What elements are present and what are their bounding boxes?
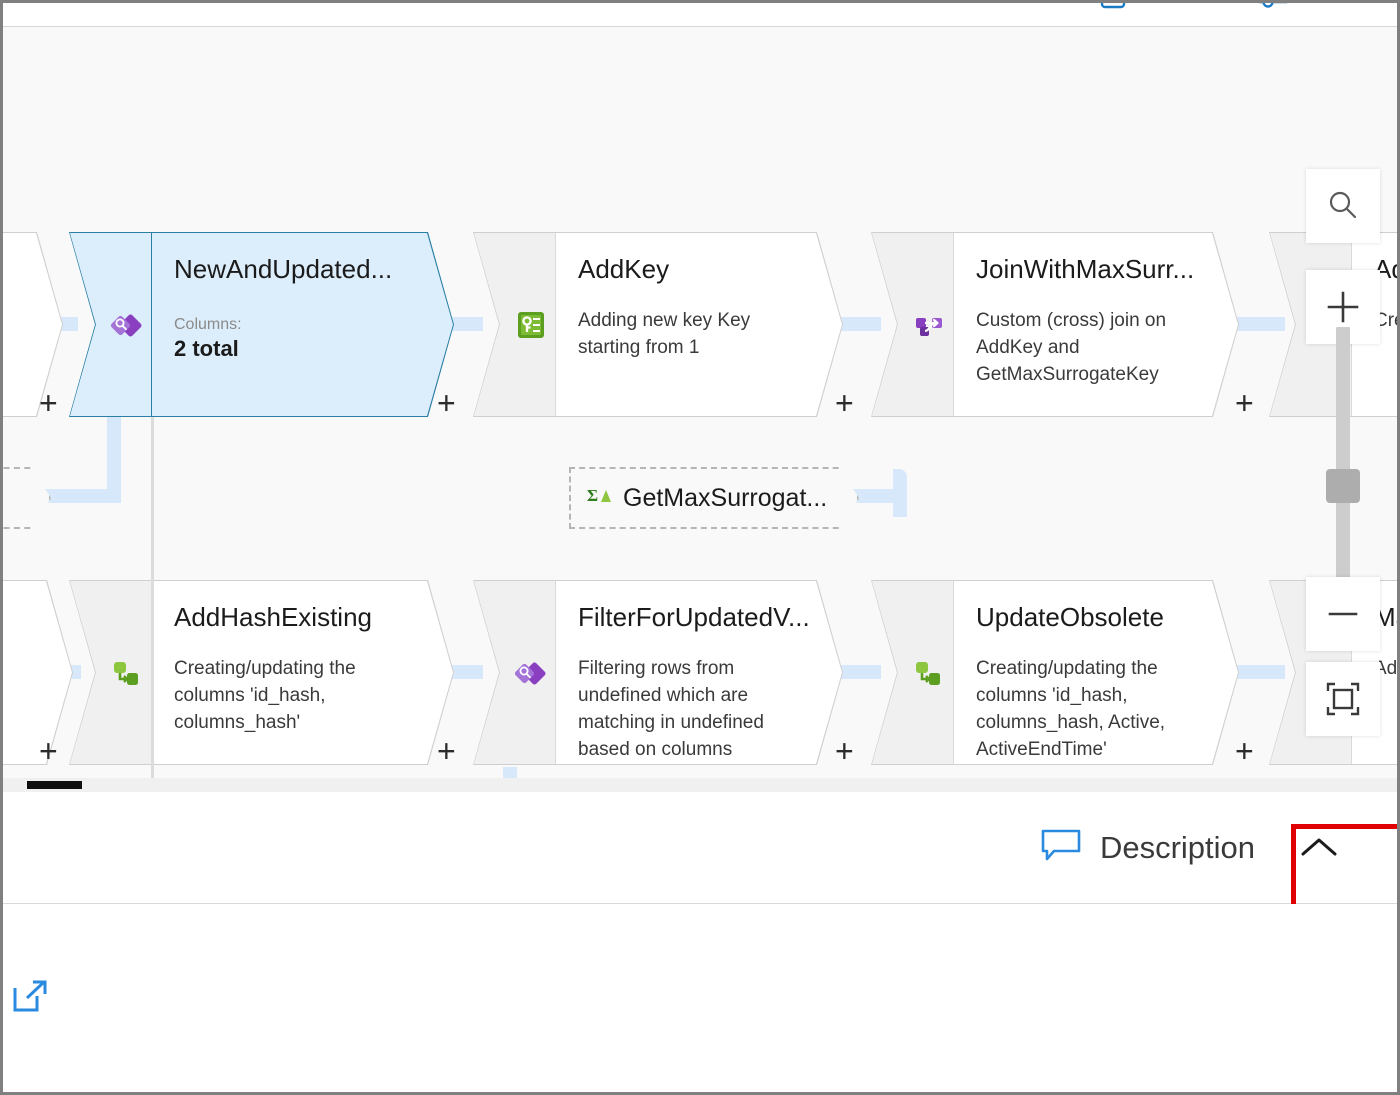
add-node-handle[interactable]: + <box>835 733 854 769</box>
node-partial-left-row2[interactable]: e <box>3 580 73 765</box>
add-node-handle[interactable]: + <box>437 733 456 769</box>
zoom-slider-thumb[interactable] <box>1326 469 1360 503</box>
refresh-icon[interactable] <box>1178 3 1216 19</box>
zoom-slider-track[interactable] <box>1336 327 1350 592</box>
node-left-dashed-partial[interactable]: ng <box>3 467 51 529</box>
add-node-handle[interactable]: + <box>437 385 456 421</box>
flow-canvas[interactable]: NewAndUpdated... Columns: 2 total + + <box>3 27 1397 792</box>
vertical-scrollbar[interactable] <box>151 417 154 792</box>
node-add-key[interactable]: AddKey Adding new key Key starting from … <box>473 232 843 417</box>
node-title: AddKey <box>578 254 670 284</box>
surrogate-key-icon <box>474 233 556 416</box>
description-toggle-group[interactable]: Description <box>1040 802 1365 894</box>
comment-icon <box>1040 828 1082 867</box>
node-title: UpdateObsolete <box>976 602 1164 632</box>
open-in-new-window-icon[interactable] <box>9 974 53 1023</box>
connector-pipe <box>849 489 907 503</box>
settings-slider-icon[interactable] <box>1255 3 1293 19</box>
add-node-handle[interactable]: + <box>39 733 58 769</box>
filter-magnifier-icon <box>474 581 556 764</box>
aggregate-sigma-icon: Σ <box>587 483 613 514</box>
derived-column-icon <box>70 581 152 764</box>
fit-to-screen-icon[interactable] <box>1306 662 1380 736</box>
svg-text:Σ: Σ <box>587 486 598 505</box>
connector-pipe <box>839 665 881 679</box>
add-node-handle[interactable]: + <box>39 385 58 421</box>
node-filter-for-updated-values[interactable]: FilterForUpdatedV... Filtering rows from… <box>473 580 843 765</box>
description-label: Description <box>1099 829 1255 865</box>
derived-column-icon <box>872 581 954 764</box>
node-title: FilterForUpdatedV... <box>578 602 810 632</box>
top-toolbar <box>3 3 1397 27</box>
search-icon[interactable] <box>1306 169 1380 243</box>
node-title: NewAndUpdated... <box>174 254 393 284</box>
horizontal-scrollbar[interactable] <box>3 778 1397 792</box>
node-description: e <box>3 673 62 700</box>
node-description: Filtering rows from undefined which are … <box>578 657 764 760</box>
node-columns-label: Columns: <box>174 315 242 333</box>
node-description: Creating/updating the columns 'id_hash, … <box>976 657 1166 760</box>
connector-pipe <box>839 317 881 331</box>
minus-icon[interactable] <box>1306 577 1380 651</box>
connector-pipe <box>1235 317 1285 331</box>
horizontal-scrollbar-thumb[interactable] <box>27 781 82 789</box>
chevron-up-icon[interactable] <box>1273 802 1365 894</box>
eraser-icon[interactable] <box>1093 3 1131 19</box>
add-node-handle[interactable]: + <box>1235 733 1254 769</box>
node-title: AddHashExisting <box>174 602 372 632</box>
filter-magnifier-icon <box>70 233 152 416</box>
node-add-hash-existing[interactable]: AddHashExisting Creating/updating the co… <box>69 580 454 765</box>
node-update-obsolete[interactable]: UpdateObsolete Creating/updating the col… <box>871 580 1239 765</box>
node-description: Adding new key Key starting from 1 <box>578 309 751 358</box>
description-panel <box>3 904 1397 1092</box>
node-join-with-max-surrogate[interactable]: JoinWithMaxSurr... Custom (cross) join o… <box>871 232 1239 417</box>
node-description: Custom (cross) join on AddKey and GetMax… <box>976 309 1167 385</box>
join-icon <box>872 233 954 416</box>
node-title: JoinWithMaxSurr... <box>976 254 1195 284</box>
node-description: Creating/updating the columns 'id_hash, … <box>174 657 356 733</box>
connector-pipe <box>1235 665 1285 679</box>
node-columns-value: 2 total <box>174 335 239 361</box>
node-get-max-surrogate-key[interactable]: Σ GetMaxSurrogat... <box>569 467 859 529</box>
description-bar[interactable]: Description <box>3 792 1397 904</box>
connector-pipe <box>107 409 121 501</box>
add-node-handle[interactable]: + <box>835 385 854 421</box>
node-new-and-updated[interactable]: NewAndUpdated... Columns: 2 total <box>69 232 454 417</box>
add-node-handle[interactable]: + <box>1235 385 1254 421</box>
node-label: GetMaxSurrogat... <box>623 483 828 512</box>
